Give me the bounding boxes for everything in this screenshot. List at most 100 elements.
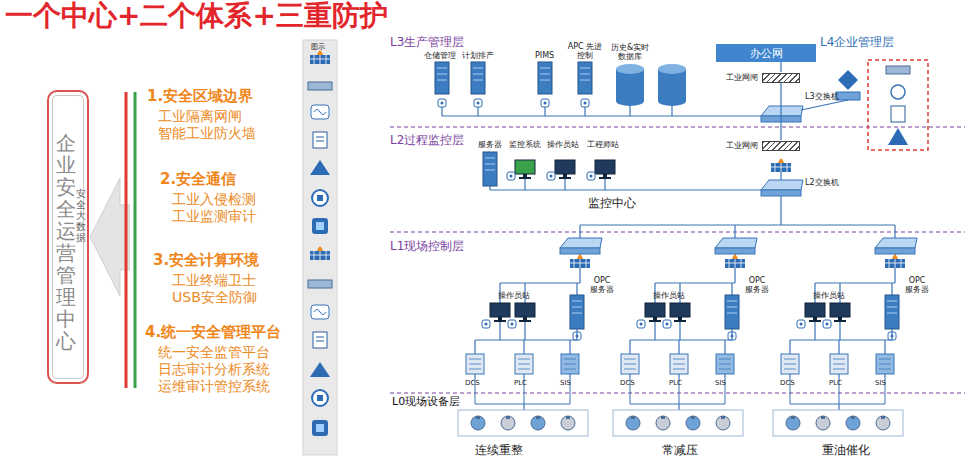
label: DCS <box>780 379 795 387</box>
controller-icon <box>876 354 894 374</box>
label: PLC <box>829 379 842 387</box>
grey-arrow <box>90 178 130 296</box>
gateway-hatch <box>762 141 800 151</box>
network-band: 办公网 <box>716 44 816 62</box>
wire <box>780 196 781 225</box>
security-center-frame <box>868 60 928 150</box>
legend-icon <box>312 390 328 406</box>
label: 2.安全通信 <box>160 171 236 188</box>
wire <box>130 92 132 388</box>
wire <box>469 359 481 360</box>
wire <box>624 369 636 370</box>
monitor-icon <box>494 320 506 322</box>
wire <box>719 364 731 365</box>
label: 操作员站 <box>547 140 579 149</box>
wire <box>584 107 585 116</box>
label: SIS <box>875 379 886 387</box>
wire <box>564 359 576 360</box>
wire <box>474 340 475 354</box>
wire <box>518 369 530 370</box>
field-instrument-icon <box>691 416 695 419</box>
wire <box>576 283 577 295</box>
wire <box>524 322 525 340</box>
terminal-guard-icon <box>663 320 671 328</box>
label: 日志审计分析系统 <box>158 361 270 377</box>
terminal-guard-icon <box>482 320 490 328</box>
wire <box>887 307 897 308</box>
label: 重油催化 <box>822 444 870 458</box>
wire <box>833 369 845 370</box>
label: L2交换机 <box>805 178 839 187</box>
field-instrument-icon <box>821 416 825 419</box>
wire <box>784 369 796 370</box>
wire <box>320 55 321 64</box>
terminal-guard-icon <box>826 323 829 326</box>
firewall-icon <box>317 247 323 252</box>
wire <box>887 301 897 302</box>
label: APC 先进控制 <box>567 42 603 60</box>
wire <box>790 403 885 404</box>
wire <box>724 374 725 378</box>
controller-icon <box>466 354 484 374</box>
switch-icon <box>875 248 915 254</box>
legend-icon <box>313 332 327 348</box>
wire <box>390 393 965 394</box>
label: 操作员站 <box>498 291 530 300</box>
wire <box>523 374 524 378</box>
field-instrument-icon <box>791 416 795 419</box>
legend-icon <box>308 280 332 288</box>
wire <box>580 74 590 75</box>
monitor-icon <box>809 320 821 322</box>
terminal-guard-icon <box>823 320 831 328</box>
label: 操作员站 <box>813 291 845 300</box>
wire <box>326 55 327 64</box>
terminal-guard-icon <box>587 172 595 180</box>
field-instrument-icon <box>721 416 725 419</box>
wire <box>326 251 327 260</box>
terminal-guard-icon <box>441 102 444 105</box>
terminal-guard-icon <box>637 320 645 328</box>
wire <box>781 163 782 172</box>
wire <box>473 80 483 81</box>
security-platform-icon <box>836 92 860 100</box>
wire <box>885 263 905 264</box>
firewall-icon <box>885 259 905 268</box>
server-icon <box>483 152 497 186</box>
field-instrument-icon <box>846 416 860 430</box>
wire <box>134 92 137 388</box>
monitor-icon <box>559 177 571 179</box>
wire <box>316 337 324 338</box>
center-box: 企业安全运营管理中心安全大数据 <box>47 90 89 384</box>
field-device-box <box>773 410 903 436</box>
wire <box>790 339 892 340</box>
server-icon <box>538 62 552 94</box>
monitor-icon <box>645 303 665 317</box>
label: OPC 服务器 <box>589 276 615 294</box>
wire <box>580 80 590 81</box>
wire <box>839 322 840 340</box>
wire <box>586 259 587 268</box>
label: L3生产管理层 <box>390 36 464 50</box>
firewall-icon <box>732 255 738 260</box>
wire <box>320 251 321 260</box>
label: 计划排产 <box>462 51 494 60</box>
legend-icon <box>314 310 326 315</box>
terminal-guard-icon <box>508 320 516 328</box>
monitor-icon <box>515 303 535 317</box>
field-instrument-icon <box>476 416 480 419</box>
wire <box>838 374 839 378</box>
wire <box>437 68 447 69</box>
gateway-hatch <box>762 73 800 83</box>
monitor-icon <box>523 317 527 320</box>
wire <box>477 107 478 116</box>
wire <box>572 313 582 314</box>
connector <box>780 83 781 140</box>
wire <box>580 259 581 268</box>
wire <box>673 364 685 365</box>
field-device-box <box>458 410 588 436</box>
legend-icon <box>312 420 328 436</box>
label: 操作员站 <box>653 291 685 300</box>
wire <box>734 268 735 283</box>
